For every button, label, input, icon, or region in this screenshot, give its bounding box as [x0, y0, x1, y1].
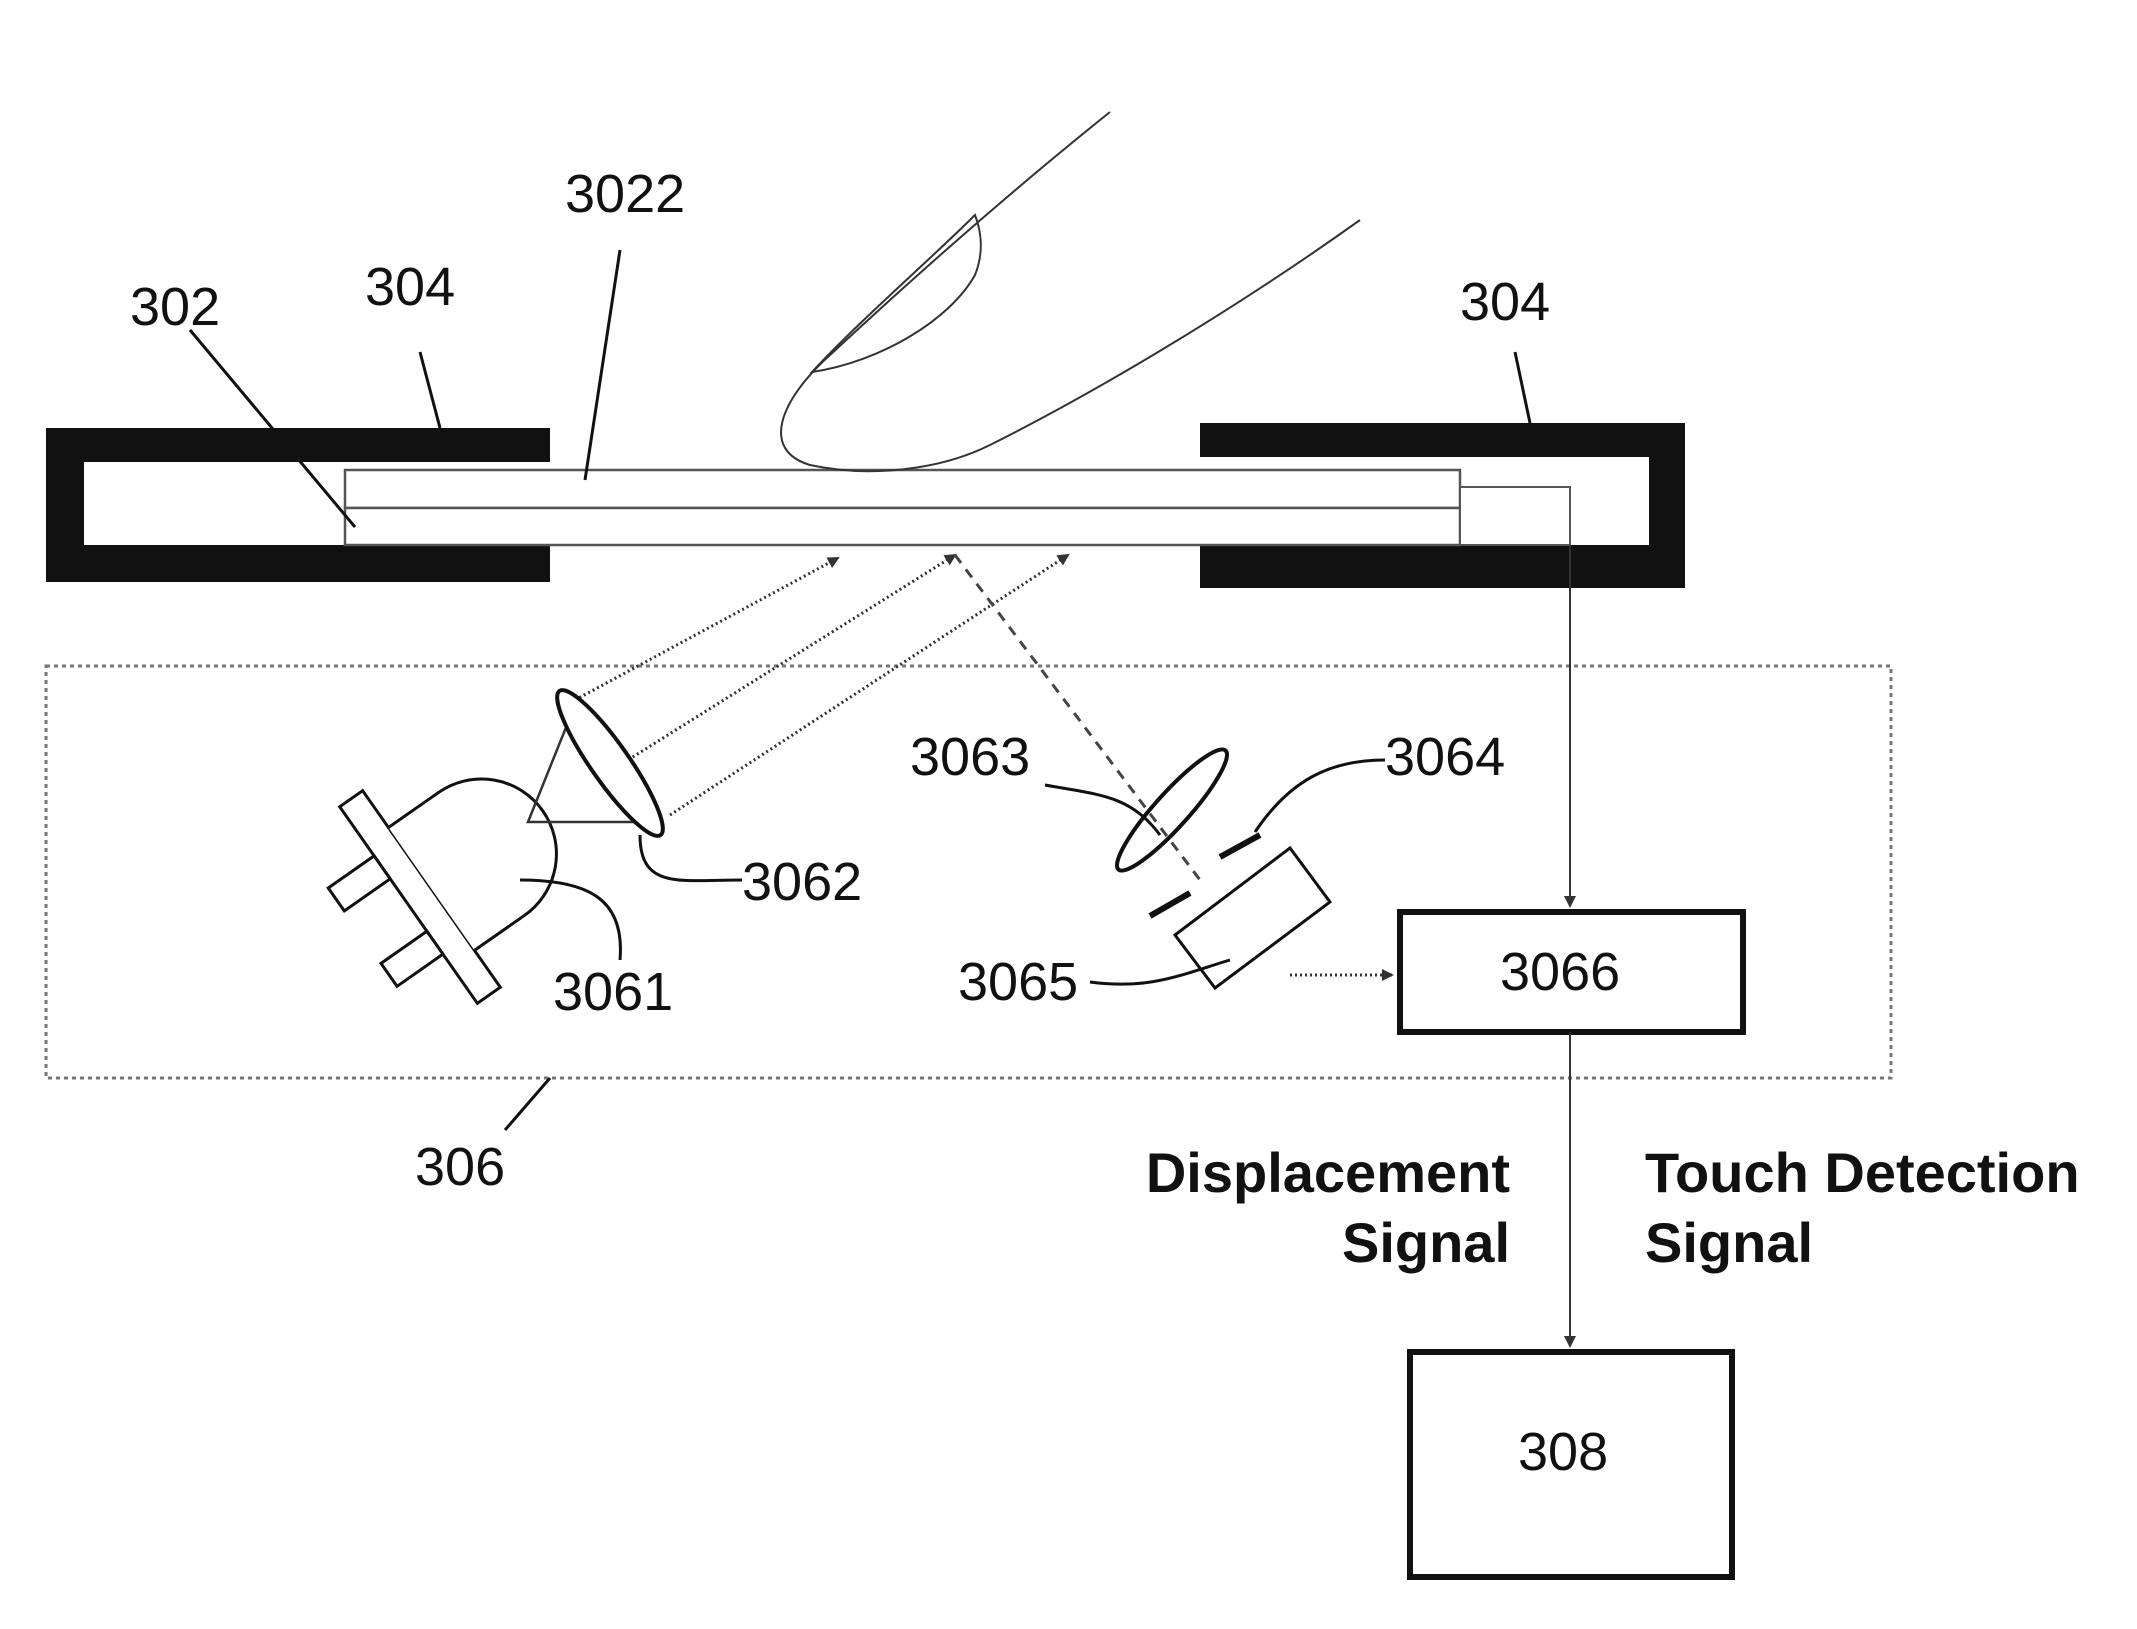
- imaging-lens: [1106, 739, 1238, 881]
- leader-304-left: [420, 352, 440, 428]
- image-sensor: [1175, 848, 1330, 988]
- label-3022: 3022: [565, 164, 685, 224]
- label-306: 306: [415, 1137, 505, 1197]
- label-304-left: 304: [365, 257, 455, 317]
- finger-outline: [781, 112, 1360, 471]
- label-3061: 3061: [553, 962, 673, 1022]
- label-3064: 3064: [1385, 727, 1505, 787]
- label-302: 302: [130, 277, 220, 337]
- label-3063: 3063: [910, 727, 1030, 787]
- aperture-upper: [1220, 835, 1260, 857]
- displacement-signal-line2: Signal: [1342, 1211, 1510, 1274]
- leader-3063: [1045, 785, 1160, 835]
- displacement-signal-line1: Displacement: [1146, 1141, 1510, 1204]
- aperture-lower: [1150, 893, 1190, 916]
- leader-306: [505, 1078, 550, 1130]
- label-304-right: 304: [1460, 272, 1550, 332]
- light-ray-1: [575, 558, 838, 700]
- edge-receiver: [1460, 487, 1570, 545]
- surface-layer: [345, 470, 1460, 508]
- label-3062: 3062: [742, 852, 862, 912]
- label-308: 308: [1518, 1422, 1608, 1482]
- label-3066: 3066: [1500, 942, 1620, 1002]
- reflected-ray: [955, 555, 1200, 880]
- label-3065: 3065: [958, 952, 1078, 1012]
- touch-detection-signal-line2: Signal: [1645, 1211, 1813, 1274]
- leader-3064: [1255, 760, 1385, 832]
- leader-304-right: [1515, 352, 1530, 423]
- screen-panel: [345, 508, 1460, 545]
- touch-detection-signal-line1: Touch Detection: [1645, 1141, 2080, 1204]
- leader-3062: [640, 835, 742, 881]
- leader-3022: [585, 250, 620, 480]
